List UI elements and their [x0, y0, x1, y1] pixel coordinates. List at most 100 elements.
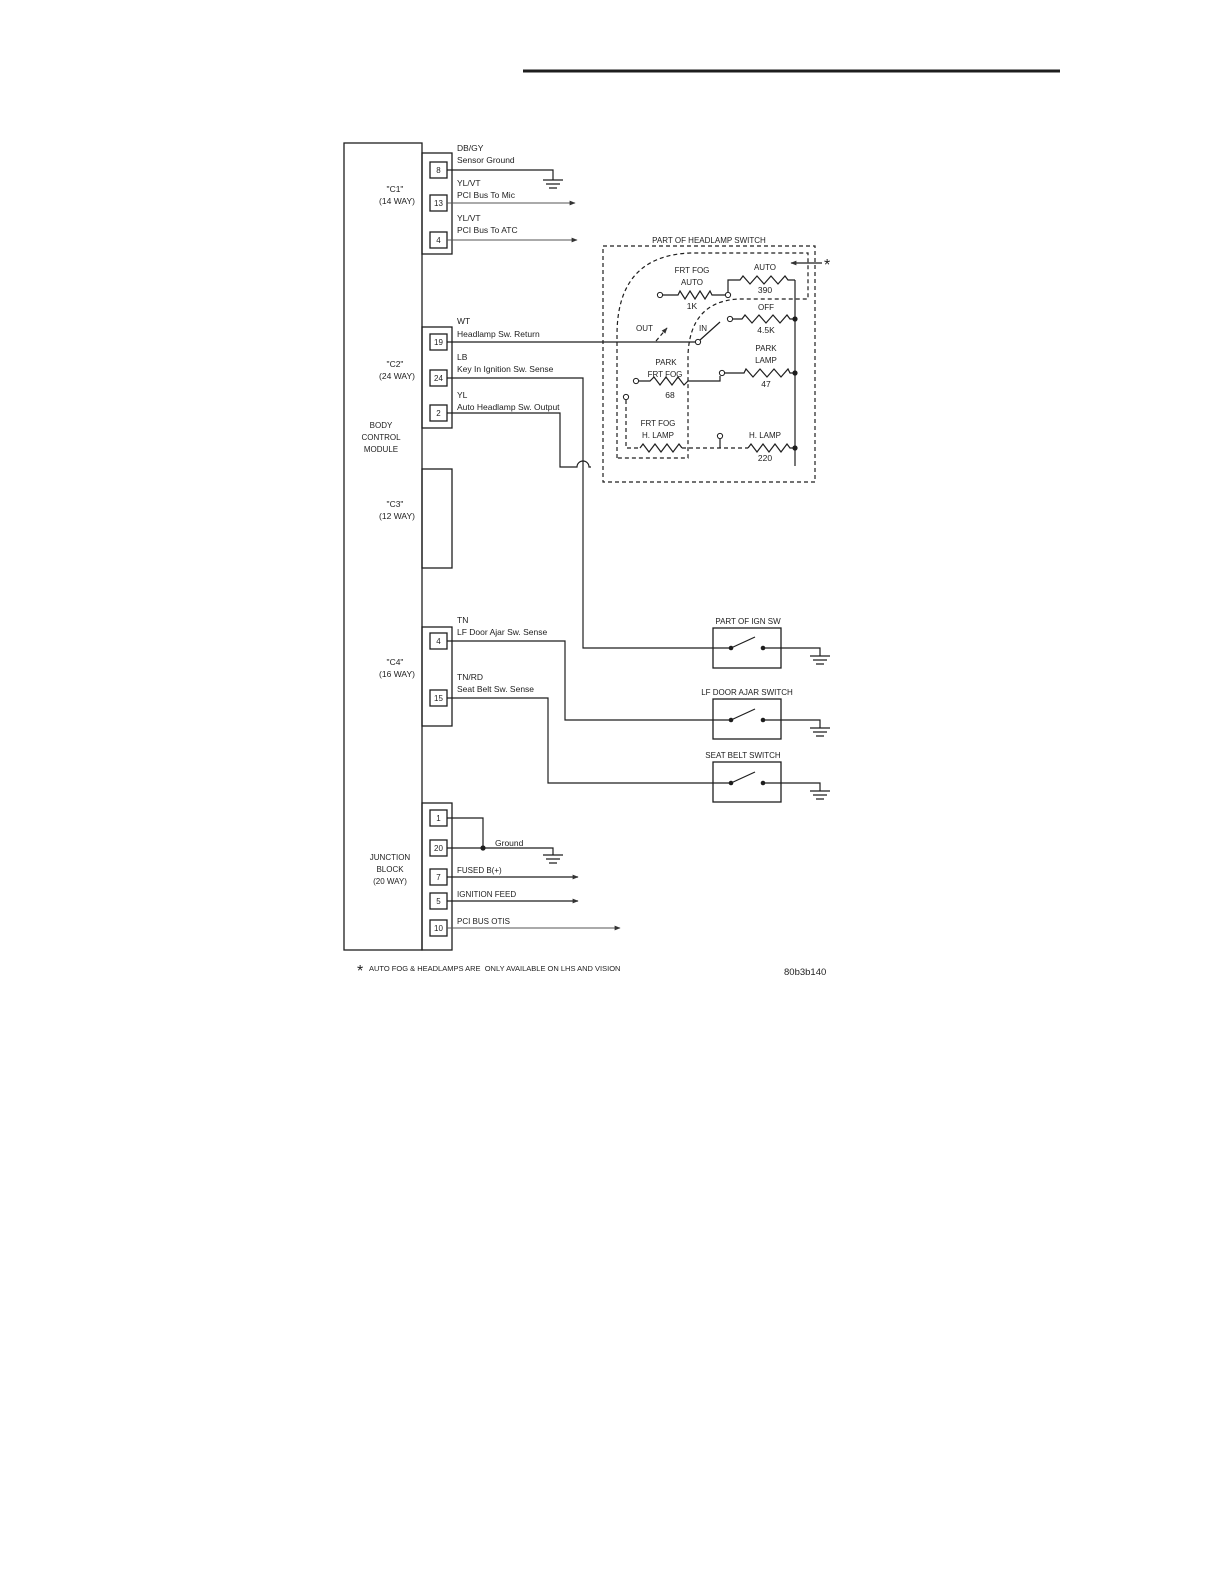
connector-c3-ways: (12 WAY)	[379, 511, 415, 521]
ignition-switch: PART OF IGN SW	[712, 617, 830, 669]
resistor-label-line-1: PARK	[755, 344, 777, 353]
connector-c2: "C2" (24 WAY) 19 WT Headlamp Sw. Return …	[379, 316, 731, 649]
contact-icon	[726, 315, 734, 323]
wire	[447, 697, 731, 784]
resistor-icon	[733, 314, 795, 324]
resistor-label-line-2: LAMP	[755, 356, 777, 365]
footnote-marker: *	[357, 963, 363, 980]
connector-c3-block	[421, 468, 453, 569]
c4-pin-15-circuit: 15 TN/RD Seat Belt Sw. Sense	[429, 672, 731, 784]
pin-number: 19	[434, 338, 443, 347]
resistor-value: 4.5K	[757, 325, 775, 335]
resistor-label-line-1: FRT FOG	[675, 266, 710, 275]
connector-c4-ways: (16 WAY)	[379, 669, 415, 679]
headlamp-switch-title: PART OF HEADLAMP SWITCH	[652, 236, 766, 245]
pin-number: 24	[434, 374, 443, 383]
off-resistor: OFF 4.5K	[726, 303, 798, 335]
resistor-label-line-2: FRT FOG	[648, 370, 683, 379]
wire	[763, 647, 821, 656]
resistor-icon	[662, 289, 726, 301]
contact-icon	[656, 291, 664, 299]
wire	[447, 817, 484, 848]
resistor-icon	[639, 443, 683, 453]
connector-c4-name: "C4"	[387, 657, 404, 667]
circuit-description: FUSED B(+)	[457, 866, 502, 875]
pin-number: 13	[434, 199, 443, 208]
wire-color-code: TN/RD	[457, 672, 483, 682]
pin-number: 5	[436, 897, 441, 906]
footnote: * AUTO FOG & HEADLAMPS ARE ONLY AVAILABL…	[357, 963, 620, 980]
pin-number: 20	[434, 844, 443, 853]
jb-pin-7-circuit: 7 FUSED B(+)	[429, 866, 579, 886]
resistor-label-line-1: PARK	[655, 358, 677, 367]
wire-color-code: YL/VT	[457, 178, 481, 188]
resistor-icon	[747, 443, 795, 453]
headlamp-switch-outline	[602, 245, 816, 483]
switch-blade	[699, 321, 721, 341]
wire-color-code: YL	[457, 390, 468, 400]
c2-pin-19-circuit: 19 WT Headlamp Sw. Return	[429, 316, 695, 351]
circuit-description: Auto Headlamp Sw. Output	[457, 402, 560, 412]
circuit-description: PCI Bus To Mic	[457, 190, 516, 200]
resistor-icon	[639, 376, 721, 386]
resistor-value: 220	[758, 453, 772, 463]
jb-pin-5-circuit: 5 IGNITION FEED	[429, 890, 579, 910]
out-direction-arrow	[655, 327, 668, 342]
note-marker: *	[824, 257, 830, 274]
pin-number: 7	[436, 873, 441, 882]
park-lamp-resistor: PARK LAMP 47	[718, 344, 798, 389]
seat-belt-switch-body	[712, 761, 782, 803]
wire-color-code: WT	[457, 316, 470, 326]
door-ajar-switch-label: LF DOOR AJAR SWITCH	[701, 688, 793, 697]
wire-with-crossover-hop	[447, 412, 591, 468]
seat-belt-switch-label: SEAT BELT SWITCH	[705, 751, 781, 760]
auto-resistor: AUTO 390	[727, 263, 795, 295]
contact-icon	[694, 338, 702, 346]
connector-c3-name: "C3"	[387, 499, 404, 509]
body-control-module: BODY CONTROL MODULE	[343, 142, 423, 951]
switch-blade	[730, 771, 756, 784]
switch-blade	[730, 708, 756, 721]
circuit-description: PCI BUS OTIS	[457, 917, 510, 926]
circuit-description: Sensor Ground	[457, 155, 515, 165]
park-frt-fog-resistor: PARK FRT FOG 68	[632, 358, 721, 400]
contact-icon	[622, 393, 630, 401]
circuit-description: Key In Ignition Sw. Sense	[457, 364, 554, 374]
lf-door-ajar-switch: LF DOOR AJAR SWITCH	[701, 688, 830, 740]
pin-number: 2	[436, 409, 441, 418]
wire	[763, 719, 821, 728]
resistor-label: OFF	[758, 303, 774, 312]
module-label-line-3: MODULE	[364, 445, 398, 454]
frt-fog-auto-resistor: FRT FOG AUTO 1K	[656, 266, 732, 311]
wire	[447, 169, 554, 180]
c1-pin-13-circuit: 13 YL/VT PCI Bus To Mic	[429, 178, 576, 212]
connector-c4-block	[421, 626, 453, 727]
ground-icon	[543, 854, 563, 864]
pin-number: 4	[436, 236, 441, 245]
contact-icon	[718, 369, 726, 377]
contact-icon	[724, 291, 732, 299]
ignition-switch-label: PART OF IGN SW	[715, 617, 781, 626]
wire	[447, 640, 731, 721]
headlamp-switch: PART OF HEADLAMP SWITCH * AUTO 390 FRT F…	[602, 236, 830, 483]
c2-pin-2-circuit: 2 YL Auto Headlamp Sw. Output	[429, 390, 591, 468]
circuit-description: Headlamp Sw. Return	[457, 329, 540, 339]
resistor-value: 47	[761, 379, 771, 389]
c1-pin-8-circuit: 8 DB/GY Sensor Ground	[429, 143, 563, 189]
c1-pin-4-circuit: 4 YL/VT PCI Bus To ATC	[429, 213, 578, 249]
connector-c1-name: "C1"	[387, 184, 404, 194]
frt-fog-h-lamp-resistor: FRT FOG H. LAMP	[622, 393, 748, 453]
ground-icon	[810, 727, 830, 737]
switch-blade	[730, 636, 756, 649]
ground-icon	[810, 655, 830, 665]
connector-c3: "C3" (12 WAY)	[379, 468, 453, 569]
resistor-value: 1K	[687, 301, 698, 311]
jb-pin-20-circuit: 20 Ground	[429, 838, 563, 864]
connector-c1-block	[421, 152, 453, 255]
pin-number: 10	[434, 924, 443, 933]
junction-label-line-3: (20 WAY)	[373, 877, 407, 886]
resistor-icon	[725, 367, 795, 378]
contact-icon	[632, 377, 640, 385]
resistor-label-line-2: AUTO	[681, 278, 703, 287]
splice-dot	[480, 845, 486, 851]
